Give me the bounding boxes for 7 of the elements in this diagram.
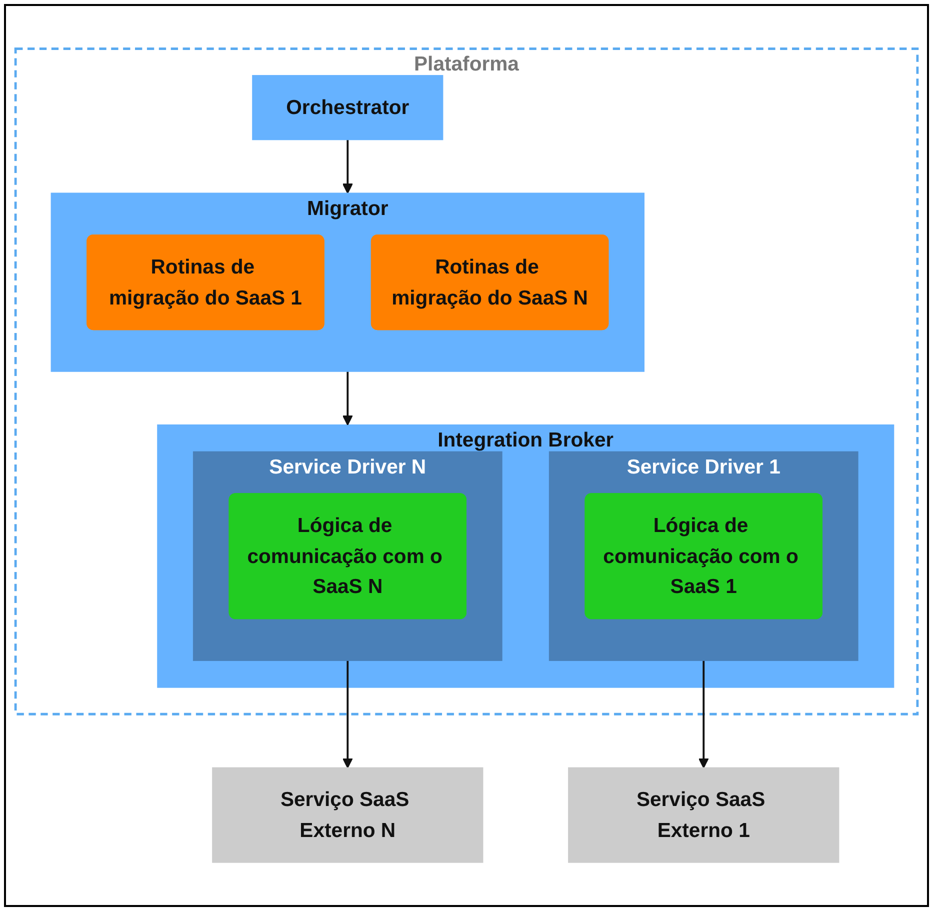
- node-box: Serviço SaaS Externo 1: [568, 767, 840, 863]
- arrow: [342, 371, 353, 426]
- arrow: [698, 660, 709, 768]
- arrow: [342, 140, 353, 194]
- node-box: Orchestrator: [252, 75, 444, 140]
- node-box: Serviço SaaS Externo N: [212, 767, 484, 863]
- arrow: [342, 660, 353, 768]
